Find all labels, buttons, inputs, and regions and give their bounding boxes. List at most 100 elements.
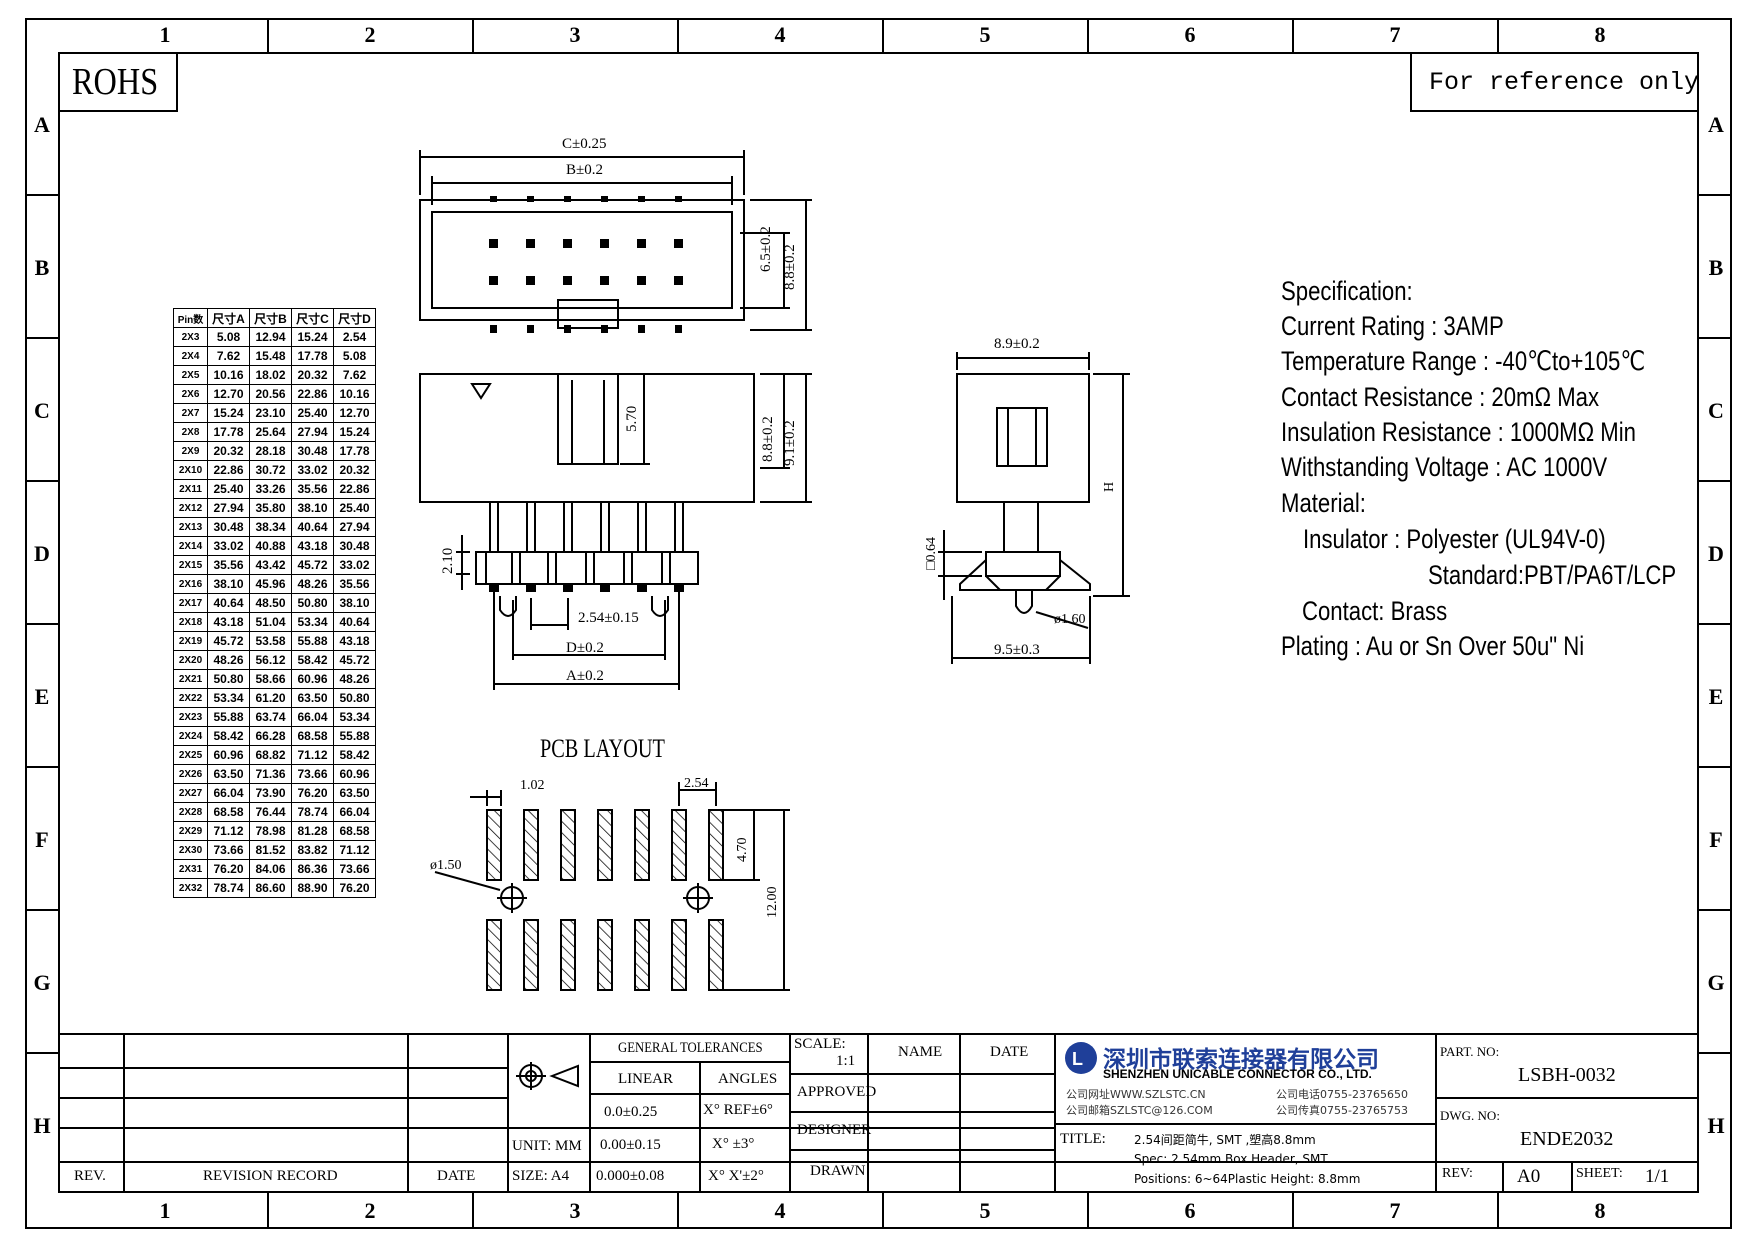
table-cell: 86.36 (291, 859, 334, 879)
top-view-pins (489, 196, 683, 333)
tb-date: DATE (437, 1168, 476, 1184)
tb-general-tolerances: GENERAL TOLERANCES (618, 1040, 763, 1056)
tb-website: 公司网址WWW.SZLSTC.CN (1066, 1088, 1206, 1101)
tb-email: 公司邮箱SZLSTC@126.COM (1066, 1104, 1213, 1117)
zone-col-8-top: 8 (1594, 22, 1606, 47)
zone-row-f-left: F (35, 827, 49, 852)
dim-pitch: 2.54±0.15 (578, 610, 639, 626)
zone-col-8-bottom: 8 (1594, 1198, 1606, 1223)
table-header-cell: 尺寸D (333, 308, 376, 328)
zone-col-5-top: 5 (979, 22, 991, 47)
zone-row-a-left: A (34, 112, 50, 137)
table-cell: 53.58 (249, 631, 292, 651)
table-cell: 43.18 (207, 612, 250, 632)
company-logo-icon: L (1065, 1042, 1097, 1074)
table-cell: 73.66 (333, 859, 376, 879)
tb-rev-label: REV: (1442, 1166, 1473, 1181)
tb-dwg-no: ENDE2032 (1520, 1128, 1614, 1150)
tb-linear-1: 0.0±0.25 (604, 1104, 658, 1120)
spec-contact-resistance: Contact Resistance : 20mΩ Max (1281, 382, 1600, 412)
zone-row-c-right: C (1708, 398, 1724, 423)
table-cell: 5.08 (333, 346, 376, 366)
table-cell: 20.32 (333, 460, 376, 480)
spec-temperature: Temperature Range : -40℃to+105℃ (1281, 346, 1646, 376)
table-cell: 45.72 (291, 555, 334, 575)
dim-pad-2-54: 2.54 (684, 776, 709, 791)
spec-contact: Contact: Brass (1302, 596, 1448, 626)
tb-angle-1: X° REF±6° (703, 1102, 773, 1118)
reference-label: For reference only (1429, 68, 1700, 97)
table-cell: 60.96 (291, 669, 334, 689)
tb-sheet-value: 1/1 (1645, 1166, 1670, 1187)
tb-title-line-1: 2.54间距简牛, SMT ,塑高8.8mm (1134, 1133, 1316, 1147)
table-cell: 50.80 (333, 688, 376, 708)
tb-company-en: SHENZHEN UNICABLE CONNECTOR CO., LTD. (1103, 1067, 1372, 1081)
table-cell: 30.48 (207, 517, 250, 537)
table-cell: 71.12 (333, 840, 376, 860)
table-cell: 66.28 (249, 726, 292, 746)
table-cell: 73.66 (291, 764, 334, 784)
zone-row-b-right: B (1708, 255, 1724, 280)
table-cell: 40.88 (249, 536, 292, 556)
table-cell: 38.10 (333, 593, 376, 613)
table-cell: 2.54 (333, 327, 376, 347)
table-cell: 50.80 (291, 593, 334, 613)
table-cell: 68.58 (333, 821, 376, 841)
tb-revision-record: REVISION RECORD (203, 1168, 338, 1184)
tb-angles: ANGLES (718, 1071, 778, 1087)
tb-linear-2: 0.00±0.15 (600, 1137, 661, 1153)
table-cell: 63.50 (333, 783, 376, 803)
table-cell: 53.34 (207, 688, 250, 708)
tb-linear-3: 0.000±0.08 (596, 1168, 665, 1184)
tb-sheet-label: SHEET: (1576, 1166, 1623, 1181)
tb-unit: UNIT: MM (512, 1138, 582, 1154)
zone-col-6-top: 6 (1184, 22, 1196, 47)
zone-row-h-left: H (33, 1113, 51, 1138)
front-view-pin-tips (489, 584, 684, 592)
table-cell: 15.48 (249, 346, 292, 366)
table-cell: 25.40 (291, 403, 334, 423)
zone-row-g-right: G (1707, 970, 1725, 995)
tb-rev-value: A0 (1517, 1166, 1541, 1187)
zone-row-c-left: C (34, 398, 50, 423)
dim-a: A±0.2 (566, 668, 604, 684)
spec-title: Specification: (1281, 276, 1413, 306)
table-cell: 33.02 (333, 555, 376, 575)
dim-d: D±0.2 (566, 640, 604, 656)
table-cell: 30.48 (333, 536, 376, 556)
table-cell: 43.42 (249, 555, 292, 575)
dim-dia-1-60: ø1.60 (1054, 612, 1086, 627)
table-cell: 33.02 (207, 536, 250, 556)
tb-rev: REV. (74, 1168, 106, 1184)
table-cell: 76.20 (291, 783, 334, 803)
rohs-box: ROHS (58, 52, 178, 112)
tb-part-no-label: PART. NO: (1440, 1044, 1500, 1059)
zone-col-7-bottom: 7 (1389, 1198, 1401, 1223)
spec-material: Material: (1281, 488, 1366, 518)
table-cell: 40.64 (333, 612, 376, 632)
tb-drawn: DRAWN (810, 1163, 866, 1179)
spec-insulation-resistance: Insulation Resistance : 1000MΩ Min (1281, 417, 1636, 447)
table-cell: 88.90 (291, 878, 334, 898)
table-cell: 71.12 (291, 745, 334, 765)
tb-dwg-no-label: DWG. NO: (1440, 1108, 1500, 1123)
table-cell: 48.26 (207, 650, 250, 670)
top-view (419, 150, 812, 331)
table-cell: 45.96 (249, 574, 292, 594)
dim-b: B±0.2 (566, 162, 603, 178)
